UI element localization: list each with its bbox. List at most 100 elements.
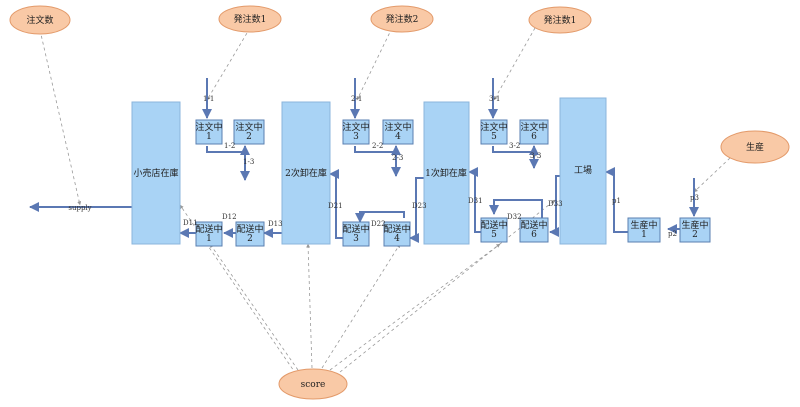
- box-ship4-rect: [383, 221, 411, 247]
- ellipse-score[interactable]: score: [278, 368, 348, 400]
- label-3-2: 3-2: [509, 142, 520, 150]
- label-p2: p2: [668, 230, 677, 238]
- flow-2-2: [354, 145, 401, 155]
- box-ship2-rect: [235, 221, 265, 247]
- label-p1: p1: [612, 197, 621, 205]
- link-order-count-supply: [39, 29, 82, 206]
- label-3-1: 3-1: [489, 95, 500, 103]
- box-order1-label-line-1: 注文中: [195, 121, 222, 133]
- label-D32: D32: [507, 213, 522, 221]
- flow-D22: [355, 211, 405, 223]
- stock-retail-label: 小売店在庫: [133, 167, 178, 179]
- box-order2-label-line-1: 注文中: [235, 121, 262, 133]
- box-ship2-label-line-1: 配送中: [236, 223, 263, 235]
- box-ship3-label-line-1: 配送中: [342, 223, 369, 235]
- box-ship4-label-line-1: 配送中: [383, 223, 410, 235]
- stock-factory-label: 工場: [574, 164, 592, 176]
- ellipse-hatchu-1b[interactable]: 発注数1: [528, 6, 592, 34]
- box-ship5-label-line-2: 5: [491, 230, 497, 240]
- link-score-ship1: [209, 243, 299, 371]
- ellipse-hatchu-1a-label: 発注数1: [234, 13, 267, 25]
- link-score-factory: [339, 199, 556, 373]
- box-prod2-label-line-2: 2: [692, 230, 698, 240]
- flow-labels: supply 1-1 1-2 1-3 2-1 2-2 2-3 3-1 3-2 3…: [68, 95, 699, 238]
- box-order6-rect: [519, 119, 549, 145]
- box-ship1-rect: [195, 221, 223, 247]
- box-order2-label-line-2: 2: [246, 132, 252, 142]
- ellipse-production-label: 生産: [746, 141, 764, 153]
- label-D11: D11: [183, 219, 198, 227]
- label-3-3: 3-3: [530, 152, 541, 160]
- small-boxes: 注文中1注文中2注文中3注文中4注文中5注文中6配送中1配送中2配送中3配送中4…: [195, 119, 711, 247]
- box-ship6-label-line-1: 配送中: [520, 219, 547, 231]
- ellipse-order-count[interactable]: 注文数: [9, 5, 71, 35]
- link-score-ship4: [321, 243, 401, 369]
- link-hatchu2-order: [356, 27, 393, 101]
- box-ship5-label-line-1: 配送中: [480, 219, 507, 231]
- box-prod1-label-line-1: 生産中: [630, 219, 657, 231]
- box-order6-label-line-2: 6: [531, 132, 537, 142]
- link-production-prod: [693, 157, 731, 193]
- label-D23: D23: [412, 202, 427, 210]
- label-D21: D21: [328, 202, 343, 210]
- box-order3-label-line-2: 3: [353, 132, 359, 142]
- box-prod1-rect: [627, 217, 661, 243]
- link-hatchu1b-order: [493, 27, 536, 101]
- label-D33: D33: [548, 200, 563, 208]
- box-order5-label-line-2: 5: [491, 132, 497, 142]
- stock-wholesale2[interactable]: 2次卸在庫: [281, 101, 331, 245]
- box-ship1-label-line-1: 配送中: [195, 223, 222, 235]
- box-order5-rect: [480, 119, 508, 145]
- stock-wholesale1-label: 1次卸在庫: [425, 167, 467, 179]
- stock-retail[interactable]: 小売店在庫: [131, 101, 181, 245]
- box-order2-rect: [233, 119, 265, 145]
- label-2-1: 2-1: [351, 95, 362, 103]
- label-1-3: 1-3: [243, 158, 254, 166]
- box-order3-label-line-1: 注文中: [342, 121, 369, 133]
- flow-arrows: [29, 78, 699, 243]
- flow-D33: [549, 175, 560, 237]
- box-ship2-label-line-2: 2: [247, 234, 253, 244]
- flow-D31: [468, 167, 481, 233]
- box-ship3-label-line-2: 3: [353, 234, 359, 244]
- label-2-3: 2-3: [392, 154, 403, 162]
- box-order5-label-line-1: 注文中: [480, 121, 507, 133]
- box-order1-label-line-2: 1: [206, 132, 212, 142]
- box-order4-label-line-2: 4: [395, 132, 401, 142]
- ellipse-hatchu-1a[interactable]: 発注数1: [218, 5, 282, 33]
- box-prod1-label-line-2: 1: [641, 230, 647, 240]
- label-1-1: 1-1: [203, 95, 214, 103]
- flow-D21: [329, 169, 343, 239]
- stock-wholesale1[interactable]: 1次卸在庫: [423, 101, 470, 245]
- ellipse-order-count-label: 注文数: [26, 14, 53, 26]
- label-D31: D31: [468, 197, 483, 205]
- ellipse-production[interactable]: 生産: [720, 130, 790, 164]
- flow-D23: [409, 177, 424, 243]
- box-order4-label-line-1: 注文中: [384, 121, 411, 133]
- label-D12: D12: [222, 213, 237, 221]
- flow-D32: [489, 199, 543, 218]
- box-ship6-label-line-2: 6: [531, 230, 537, 240]
- flow-p1: [605, 167, 628, 233]
- ellipse-hatchu-2[interactable]: 発注数2: [370, 5, 434, 33]
- box-ship3-rect: [342, 221, 370, 247]
- stock-factory[interactable]: 工場: [559, 97, 607, 245]
- label-1-2: 1-2: [224, 142, 235, 150]
- box-ship1-label-line-2: 1: [206, 234, 212, 244]
- link-score-ship5: [329, 243, 501, 371]
